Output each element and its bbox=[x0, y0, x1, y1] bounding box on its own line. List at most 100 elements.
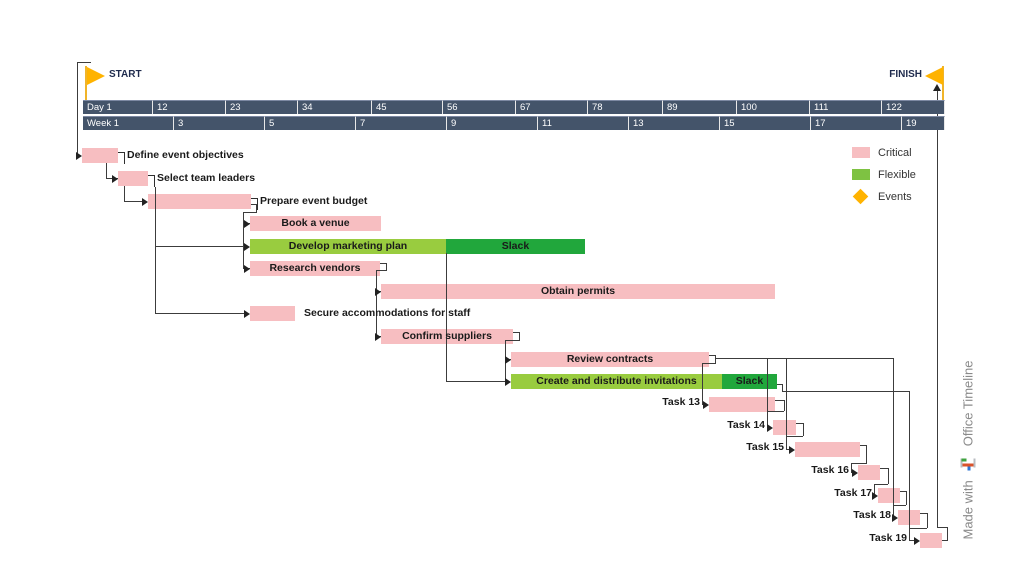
finish-flag-pole bbox=[942, 66, 944, 100]
legend-label: Flexible bbox=[878, 169, 916, 181]
task-bar-task-19[interactable] bbox=[920, 533, 942, 548]
label-callout bbox=[257, 198, 258, 210]
connector-line bbox=[447, 381, 506, 382]
connector-arrow-icon bbox=[767, 424, 773, 432]
task-bar-book-a-venue[interactable] bbox=[250, 216, 381, 231]
day-cell: 23 bbox=[226, 100, 298, 114]
connector-arrow-icon bbox=[142, 198, 148, 206]
watermark: Made with Office Timeline bbox=[960, 360, 976, 540]
task-label: Task 14 bbox=[727, 419, 765, 431]
task-bar-create-and-distribute-invitations[interactable] bbox=[511, 374, 722, 389]
connector-line bbox=[906, 491, 907, 505]
start-label: START bbox=[109, 69, 142, 80]
connector-line bbox=[77, 62, 91, 63]
connector-line bbox=[874, 484, 888, 485]
connector-line bbox=[900, 491, 907, 492]
connector-line bbox=[803, 423, 804, 436]
connector-arrow-icon bbox=[112, 175, 118, 183]
connector-arrow-icon bbox=[244, 310, 250, 318]
connector-line bbox=[920, 513, 928, 514]
task-label: Create and distribute invitations bbox=[536, 375, 697, 387]
task-bar-develop-marketing-plan[interactable] bbox=[250, 239, 446, 254]
connector-line bbox=[124, 186, 125, 202]
connector-line bbox=[702, 363, 703, 405]
connector-line bbox=[77, 62, 78, 156]
connector-line bbox=[156, 313, 245, 314]
connector-line bbox=[106, 163, 107, 179]
slack-bar[interactable] bbox=[722, 374, 777, 389]
connector-arrow-icon bbox=[375, 333, 381, 341]
label-callout bbox=[251, 198, 257, 199]
connector-line bbox=[715, 355, 716, 364]
task-label: Develop marketing plan bbox=[288, 240, 408, 252]
task-bar-review-contracts[interactable] bbox=[511, 352, 709, 367]
connector-line bbox=[715, 358, 893, 359]
connector-line bbox=[909, 528, 927, 529]
day-cell: Day 1 bbox=[83, 100, 153, 114]
legend-label: Critical bbox=[878, 147, 912, 159]
task-bar-research-vendors[interactable] bbox=[250, 261, 380, 276]
week-cell: 17 bbox=[811, 116, 902, 130]
office-timeline-logo-icon bbox=[960, 455, 976, 471]
slack-label: Slack bbox=[501, 240, 530, 252]
task-bar-task-13[interactable] bbox=[709, 397, 775, 412]
task-bar-confirm-suppliers[interactable] bbox=[381, 329, 513, 344]
week-cell: 15 bbox=[720, 116, 811, 130]
task-bar-obtain-permits[interactable] bbox=[381, 284, 775, 299]
task-bar-define-event-objectives[interactable] bbox=[82, 148, 118, 163]
week-cell: 7 bbox=[356, 116, 447, 130]
task-bar-task-15[interactable] bbox=[795, 442, 860, 457]
connector-line bbox=[446, 253, 447, 382]
task-bar-task-16[interactable] bbox=[858, 465, 880, 480]
connector-line bbox=[947, 527, 948, 541]
connector-line bbox=[909, 391, 910, 541]
task-label: Review contracts bbox=[566, 353, 654, 365]
slack-bar[interactable] bbox=[446, 239, 585, 254]
task-bar-task-17[interactable] bbox=[878, 488, 900, 503]
task-label: Obtain permits bbox=[540, 285, 616, 297]
connector-line bbox=[937, 88, 938, 527]
watermark-brand: Office Timeline bbox=[960, 360, 976, 447]
day-cell: 78 bbox=[588, 100, 663, 114]
flexible-swatch-icon bbox=[852, 169, 870, 180]
week-cell: 9 bbox=[447, 116, 538, 130]
connector-arrow-icon bbox=[244, 220, 250, 228]
start-flag-icon[interactable] bbox=[87, 67, 105, 85]
task-bar-task-14[interactable] bbox=[773, 420, 796, 435]
connector-arrow-icon bbox=[244, 243, 250, 251]
critical-swatch-icon bbox=[852, 147, 870, 158]
week-cell: 19 bbox=[902, 116, 945, 130]
connector-arrow-icon bbox=[505, 378, 511, 386]
connector-line bbox=[937, 527, 947, 528]
connector-line bbox=[505, 340, 520, 341]
day-cell: 34 bbox=[298, 100, 372, 114]
connector-line bbox=[156, 246, 245, 247]
connector-line bbox=[386, 263, 387, 271]
week-cell: 5 bbox=[265, 116, 356, 130]
connector-line bbox=[519, 332, 520, 341]
watermark-made-with: Made with bbox=[960, 480, 976, 540]
connector-line bbox=[155, 187, 156, 314]
week-cell: 13 bbox=[629, 116, 720, 130]
day-cell: 122 bbox=[882, 100, 945, 114]
connector-line bbox=[796, 423, 803, 424]
connector-line bbox=[851, 463, 852, 473]
connector-line bbox=[786, 358, 787, 450]
connector-line bbox=[880, 468, 888, 469]
connector-line bbox=[782, 384, 783, 391]
connector-line bbox=[851, 463, 867, 464]
task-bar-prepare-event-budget[interactable] bbox=[148, 194, 251, 209]
finish-flag-icon[interactable] bbox=[925, 67, 943, 85]
connector-line bbox=[380, 263, 387, 264]
connector-line bbox=[702, 363, 716, 364]
task-bar-secure-accommodations[interactable] bbox=[250, 306, 295, 321]
day-cell: 12 bbox=[153, 100, 226, 114]
task-label: Research vendors bbox=[269, 262, 361, 274]
connector-arrow-icon bbox=[505, 356, 511, 364]
task-label: Book a venue bbox=[281, 217, 350, 229]
connector-line bbox=[243, 212, 244, 269]
task-bar-select-team-leaders[interactable] bbox=[118, 171, 148, 186]
task-label: Task 18 bbox=[853, 509, 891, 521]
connector-arrow-icon bbox=[914, 537, 920, 545]
connector-arrow-icon bbox=[375, 288, 381, 296]
